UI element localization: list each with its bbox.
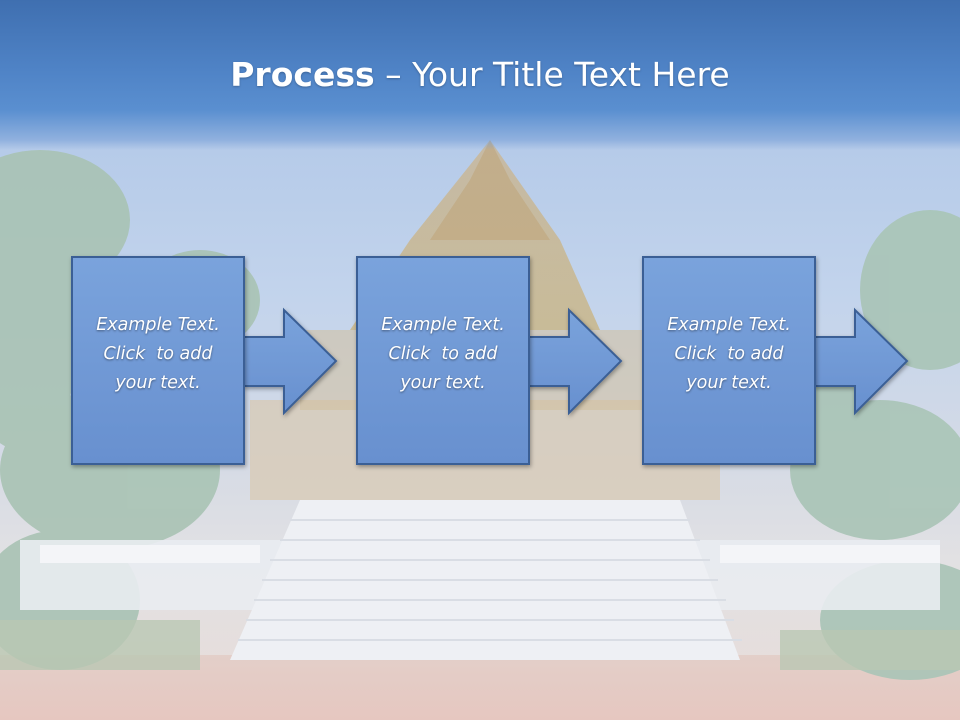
step-2-box[interactable] [356, 256, 530, 465]
step-2-arrow[interactable] [528, 307, 623, 416]
step-1-box[interactable] [71, 256, 245, 465]
step-2-line-1: Example Text. [381, 315, 505, 335]
step-1-line-2: Click to add [103, 344, 213, 364]
title-bar [0, 0, 960, 150]
step-3-line-3: your text. [686, 373, 772, 393]
slide-title[interactable]: Process – Your Title Text Here [0, 55, 960, 94]
step-1-line-1: Example Text. [96, 315, 220, 335]
step-1-line-3: your text. [115, 373, 201, 393]
title-bold: Process [230, 55, 375, 94]
step-3-text[interactable]: Example Text. Click to add your text. [643, 311, 815, 398]
step-1-arrow[interactable] [243, 307, 338, 416]
step-1-text[interactable]: Example Text. Click to add your text. [72, 311, 244, 398]
step-3-arrow[interactable] [814, 307, 909, 416]
step-2-line-2: Click to add [388, 344, 498, 364]
step-3-line-2: Click to add [674, 344, 784, 364]
step-2-line-3: your text. [400, 373, 486, 393]
step-2-text[interactable]: Example Text. Click to add your text. [357, 311, 529, 398]
title-rest: – Your Title Text Here [374, 55, 730, 94]
step-3-box[interactable] [642, 256, 816, 465]
step-3-line-1: Example Text. [667, 315, 791, 335]
